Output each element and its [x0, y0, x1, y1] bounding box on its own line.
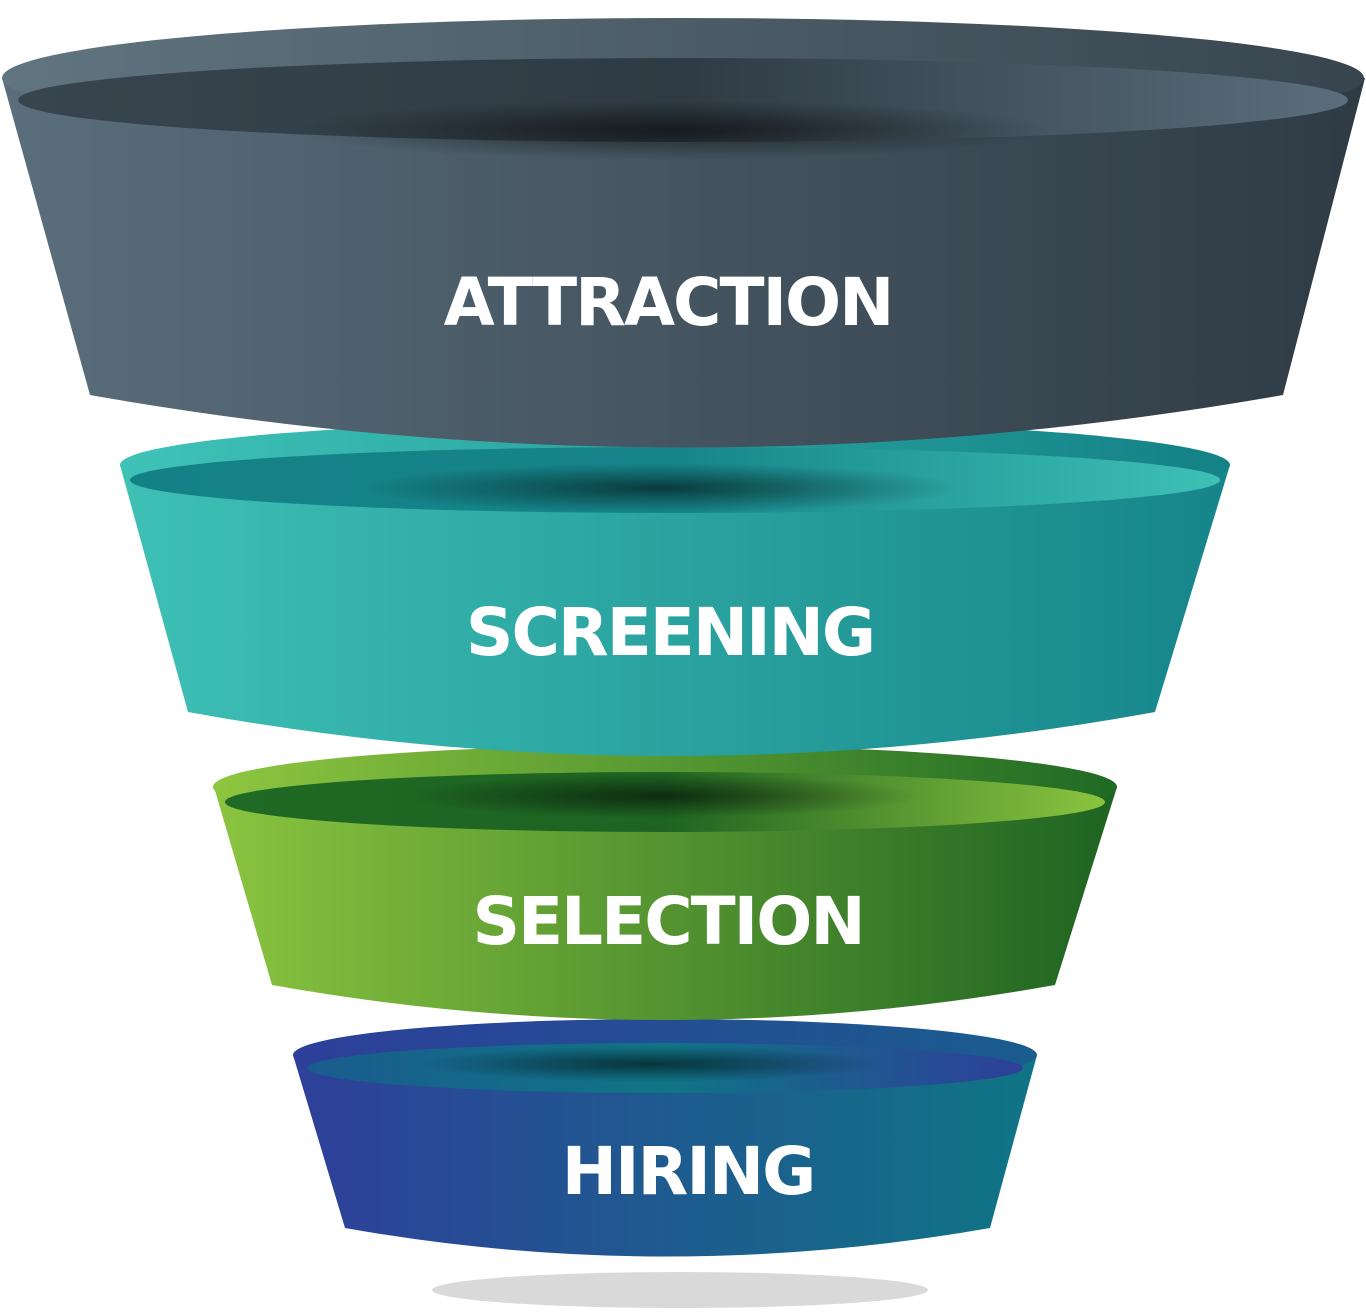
stage-screening-label: SCREENING	[466, 594, 874, 671]
stage-hiring-depth-shadow	[420, 1046, 880, 1082]
stage-selection-depth-shadow	[400, 774, 920, 818]
stage-selection-label: SELECTION	[472, 883, 863, 960]
stage-selection: SELECTION	[213, 745, 1117, 1020]
stage-hiring-label: HIRING	[562, 1133, 815, 1210]
funnel-ground-shadow	[432, 1272, 928, 1308]
stage-hiring-body	[293, 1055, 1037, 1257]
stage-attraction: ATTRACTION	[2, 18, 1365, 448]
stage-screening: SCREENING	[120, 420, 1230, 756]
stage-screening-body	[120, 465, 1230, 756]
stage-selection-body	[214, 787, 1117, 1020]
stage-screening-depth-shadow	[360, 463, 960, 513]
stage-attraction-label: ATTRACTION	[444, 264, 893, 341]
stage-hiring: HIRING	[293, 1019, 1037, 1257]
stage-attraction-depth-shadow	[290, 100, 1050, 160]
stage-attraction-body	[2, 78, 1365, 448]
